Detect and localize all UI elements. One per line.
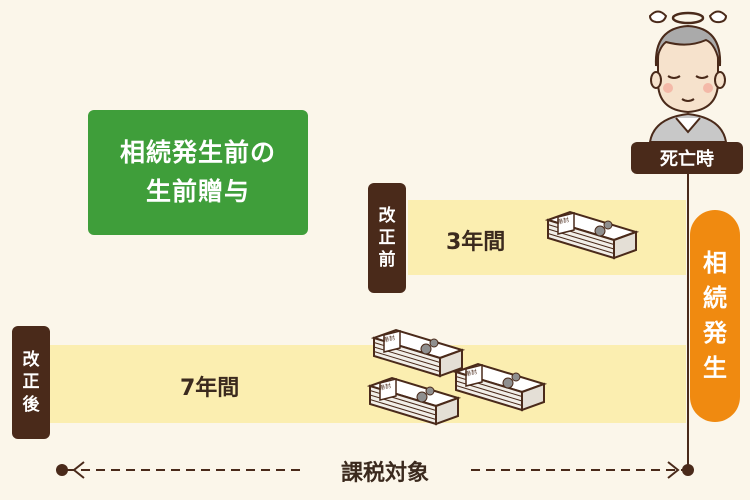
after-label-char: 改 (22, 350, 40, 371)
timeline-end-dot (682, 464, 694, 476)
timeline-right-arrow (667, 461, 680, 479)
before-period-label: 3年間 (446, 230, 506, 255)
money-stack-icon (452, 362, 548, 412)
title-line-2: 生前贈与 (145, 176, 250, 206)
death-time-label: 死亡時 (631, 142, 743, 174)
before-label-char: 正 (378, 227, 396, 248)
title-box: 相続発生前の 生前贈与 (88, 110, 308, 235)
after-label-char: 後 (22, 394, 40, 415)
timeline-start-dot (56, 464, 68, 476)
deceased-person-icon (648, 10, 728, 143)
pill-char: 発 (703, 319, 727, 347)
after-revision-band (50, 345, 686, 423)
money-stacks (366, 210, 640, 426)
money-stack-icon (366, 376, 462, 426)
pill-char: 生 (703, 353, 727, 382)
before-label-char: 改 (378, 205, 396, 226)
after-period-label: 7年間 (180, 376, 240, 401)
pill-char: 相 (703, 249, 727, 278)
money-stack-icon (370, 328, 466, 378)
money-stack-icon (544, 210, 640, 260)
taxable-period-label: 課税対象 (300, 457, 470, 486)
after-label-char: 正 (22, 372, 40, 393)
inheritance-occurrence-pill: 相 続 発 生 (690, 210, 740, 422)
pill-char: 続 (703, 284, 727, 313)
after-revision-label: 改 正 後 (12, 326, 50, 439)
timeline-left-arrow (72, 461, 85, 479)
title-line-1: 相続発生前の (119, 137, 276, 167)
before-label-char: 前 (378, 250, 396, 271)
before-revision-label: 改 正 前 (368, 183, 406, 293)
